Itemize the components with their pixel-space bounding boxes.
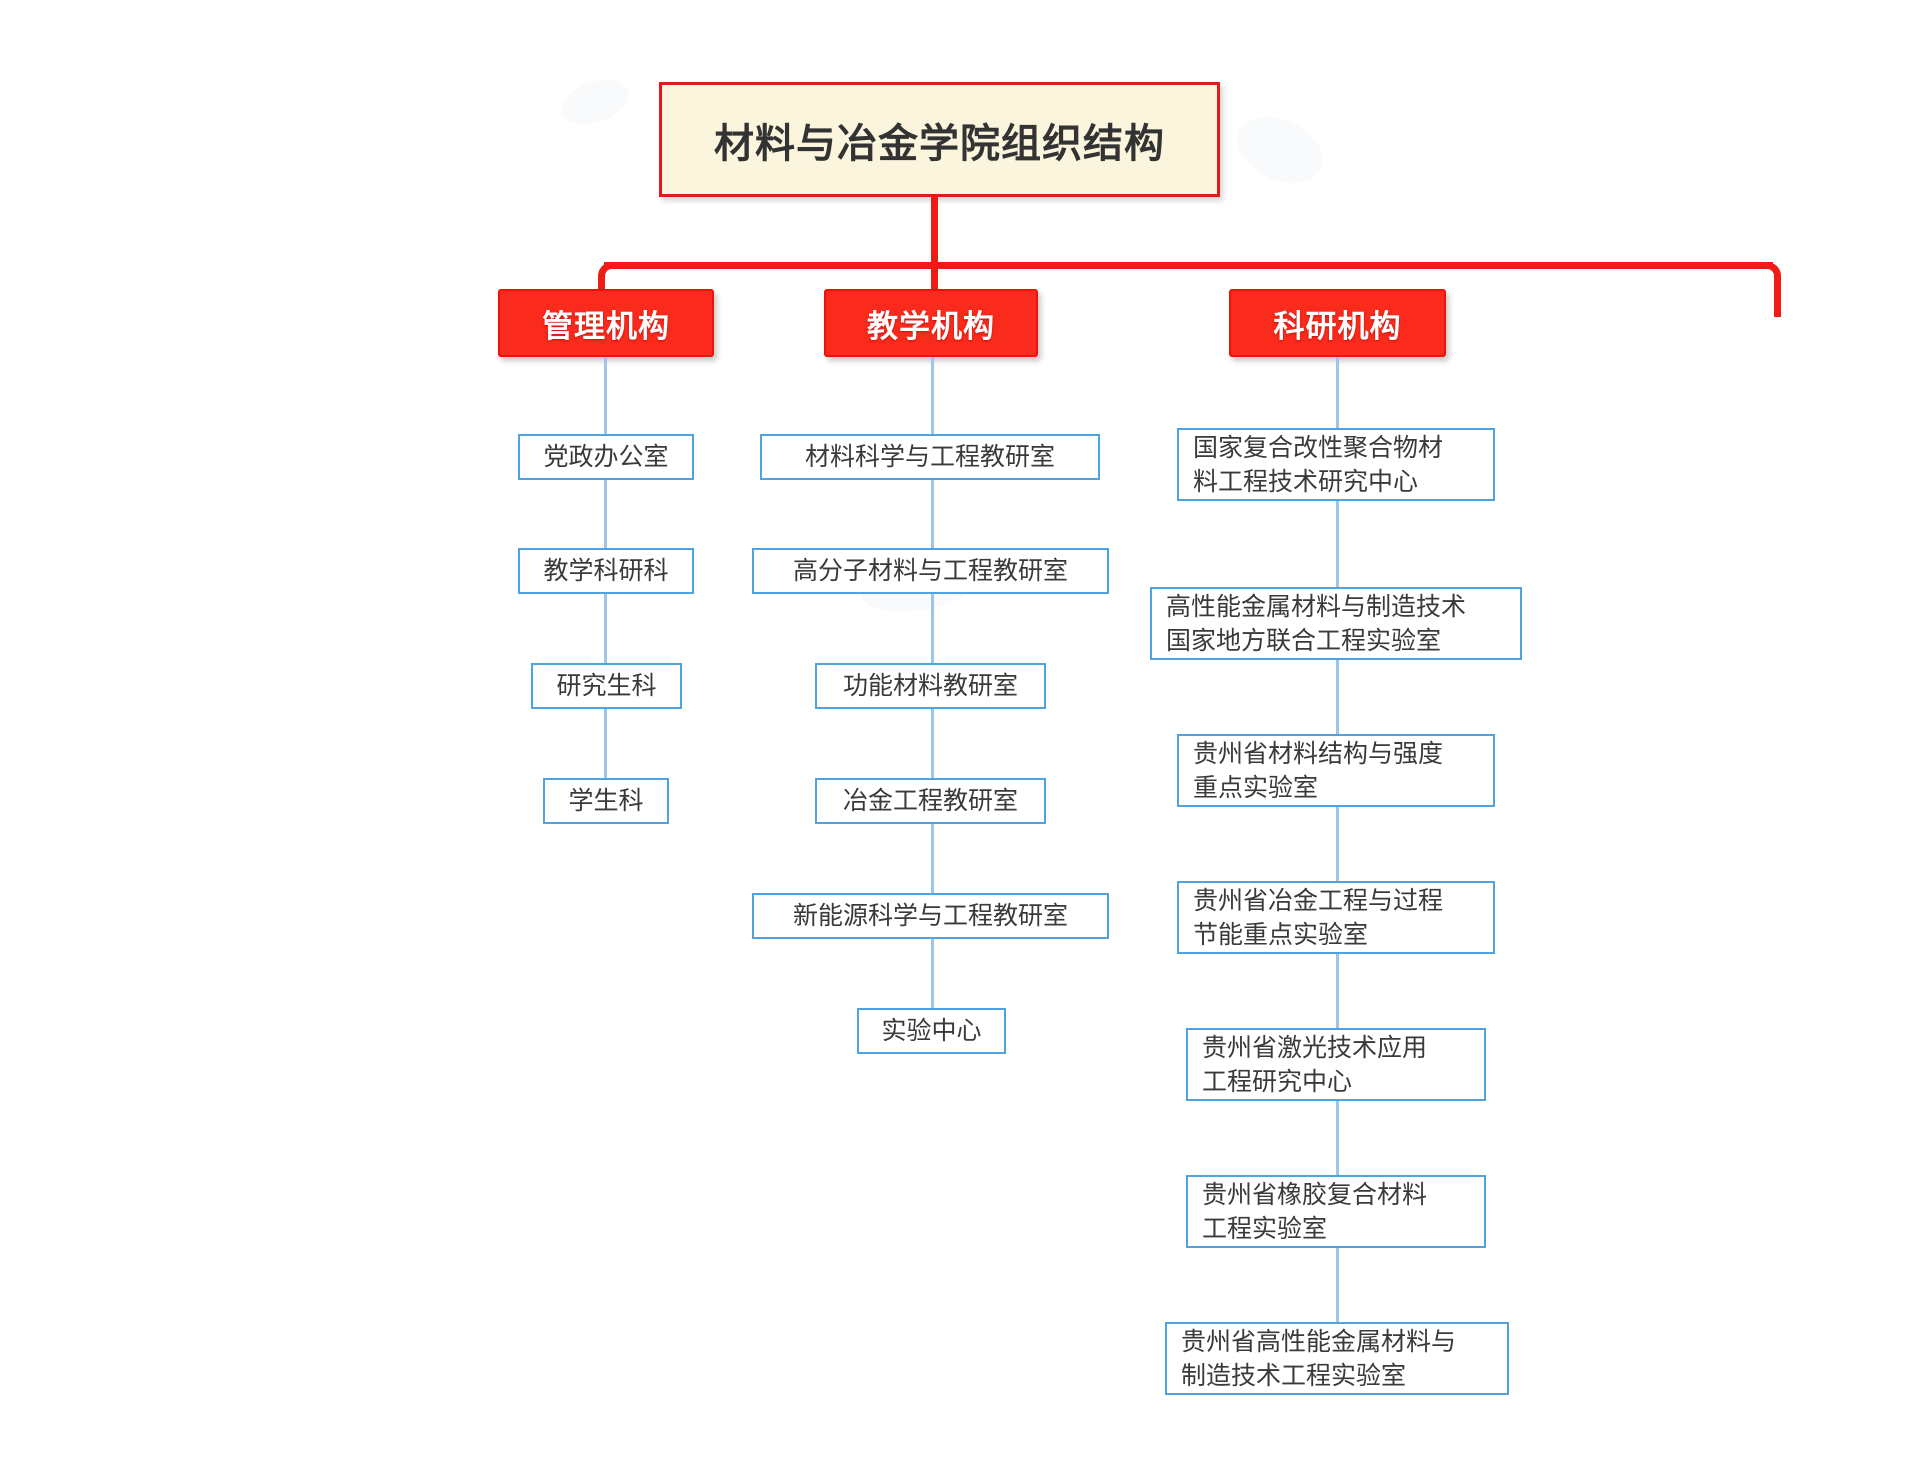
leaf-node-label: 材料科学与工程教研室: [804, 443, 1055, 471]
branch-node-label: 管理机构: [542, 308, 670, 344]
leaf-node-label: 贵州省橡胶复合材料 工程实验室: [1202, 1180, 1428, 1243]
scan-artifact: [555, 71, 635, 133]
leaf-node-guizhou-high-performance-metal-lab[interactable]: 贵州省高性能金属材料与 制造技术工程实验室: [1165, 1322, 1509, 1395]
leaf-node-guizhou-rubber-composite-lab[interactable]: 贵州省橡胶复合材料 工程实验室: [1186, 1175, 1486, 1248]
connector-column-research-spine: [1336, 357, 1339, 1323]
leaf-node-teaching-research-section[interactable]: 教学科研科: [518, 548, 694, 594]
leaf-node-label: 贵州省材料结构与强度 重点实验室: [1193, 739, 1444, 802]
leaf-node-high-performance-metal-national-lab[interactable]: 高性能金属材料与制造技术 国家地方联合工程实验室: [1150, 587, 1522, 660]
root-node-label: 材料与冶金学院组织结构: [714, 121, 1165, 166]
branch-node-label: 科研机构: [1273, 308, 1402, 344]
leaf-node-label: 冶金工程教研室: [842, 787, 1018, 815]
leaf-node-label: 贵州省冶金工程与过程 节能重点实验室: [1193, 886, 1444, 949]
leaf-node-polymer-materials-engineering-office[interactable]: 高分子材料与工程教研室: [752, 548, 1109, 594]
leaf-node-metallurgical-engineering-office[interactable]: 冶金工程教研室: [815, 778, 1046, 824]
leaf-node-functional-materials-office[interactable]: 功能材料教研室: [815, 663, 1046, 709]
leaf-node-label: 高分子材料与工程教研室: [792, 557, 1068, 585]
branch-node-administration[interactable]: 管理机构: [498, 289, 714, 357]
leaf-node-label: 贵州省激光技术应用 工程研究中心: [1202, 1033, 1428, 1096]
leaf-node-new-energy-science-engineering-office[interactable]: 新能源科学与工程教研室: [752, 893, 1109, 939]
leaf-node-label: 贵州省高性能金属材料与 制造技术工程实验室: [1181, 1327, 1457, 1390]
leaf-node-experiment-center[interactable]: 实验中心: [857, 1008, 1006, 1054]
leaf-node-label: 实验中心: [881, 1017, 982, 1045]
leaf-node-label: 高性能金属材料与制造技术 国家地方联合工程实验室: [1166, 592, 1467, 655]
leaf-node-label: 学生科: [568, 787, 644, 815]
leaf-node-graduate-section[interactable]: 研究生科: [531, 663, 682, 709]
connector-branch-right-riser: [1752, 262, 1781, 317]
leaf-node-guizhou-laser-technology-center[interactable]: 贵州省激光技术应用 工程研究中心: [1186, 1028, 1486, 1101]
leaf-node-guizhou-metallurgy-energy-saving-lab[interactable]: 贵州省冶金工程与过程 节能重点实验室: [1177, 881, 1495, 954]
scan-artifact: [1226, 103, 1334, 197]
branch-node-label: 教学机构: [867, 308, 995, 344]
leaf-node-national-composite-polymer-center[interactable]: 国家复合改性聚合物材 料工程技术研究中心: [1177, 428, 1495, 501]
leaf-node-guizhou-material-structure-strength-lab[interactable]: 贵州省材料结构与强度 重点实验室: [1177, 734, 1495, 807]
leaf-node-label: 教学科研科: [543, 557, 669, 585]
leaf-node-party-admin-office[interactable]: 党政办公室: [518, 434, 694, 480]
leaf-node-student-section[interactable]: 学生科: [543, 778, 669, 824]
branch-node-teaching[interactable]: 教学机构: [824, 289, 1038, 357]
leaf-node-label: 国家复合改性聚合物材 料工程技术研究中心: [1193, 433, 1444, 496]
leaf-node-label: 党政办公室: [543, 443, 669, 471]
branch-node-research[interactable]: 科研机构: [1229, 289, 1446, 357]
leaf-node-label: 研究生科: [556, 672, 657, 700]
leaf-node-label: 新能源科学与工程教研室: [792, 902, 1068, 930]
root-node-organization-structure[interactable]: 材料与冶金学院组织结构: [659, 82, 1220, 197]
leaf-node-label: 功能材料教研室: [842, 672, 1018, 700]
connector-branch-bus: [604, 262, 1773, 269]
connector-root-vertical: [931, 197, 938, 303]
leaf-node-materials-science-engineering-office[interactable]: 材料科学与工程教研室: [760, 434, 1100, 480]
